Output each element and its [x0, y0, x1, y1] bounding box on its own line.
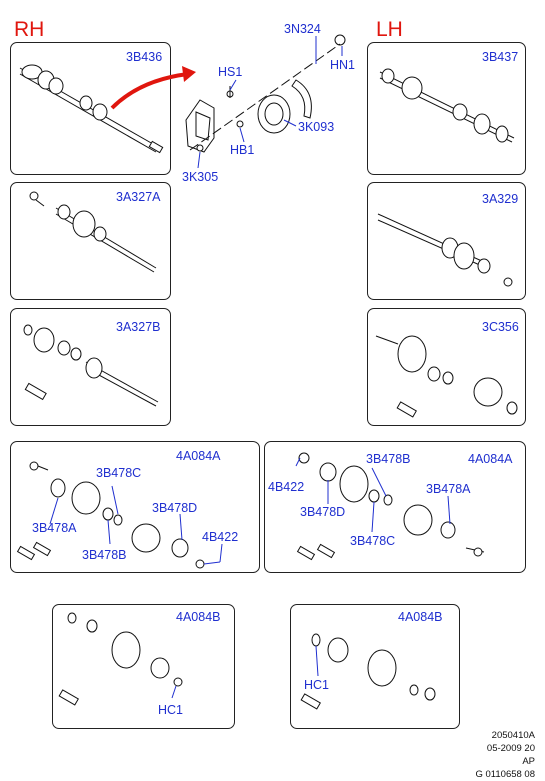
- title-4a084b-left: 4A084B: [176, 610, 221, 624]
- title-4a084b-right: 4A084B: [398, 610, 443, 624]
- panel-4a084a-left: [10, 441, 260, 573]
- bearing-assembly: [185, 34, 346, 153]
- boot-kit-4a084a-right: [296, 452, 485, 561]
- boot-kit-4a084b-right: [300, 633, 436, 710]
- leader-lines: [49, 46, 451, 699]
- callout-hb1: HB1: [230, 143, 255, 157]
- callout-3b478a-left: 3B478A: [32, 521, 77, 535]
- callout-3k093: 3K093: [298, 120, 335, 134]
- rh-label: RH: [14, 18, 45, 41]
- driveshaft-3b436: [19, 64, 164, 154]
- red-arrowhead: [182, 66, 196, 82]
- panel-3b437: [367, 42, 526, 175]
- panel-3c356: [367, 308, 526, 426]
- callout-3n324: 3N324: [284, 22, 321, 36]
- boot-kit-4a084a-left: [16, 461, 205, 569]
- callout-3c356: 3C356: [482, 320, 519, 334]
- callout-3b478d-left: 3B478D: [152, 501, 198, 515]
- title-4a084a-left: 4A084A: [176, 449, 221, 463]
- footer-line-2: 05-2009 20: [486, 743, 535, 754]
- callout-4b422-right: 4B422: [268, 480, 305, 494]
- callout-3a329: 3A329: [482, 192, 519, 206]
- footer-line-4: G 0110658 08: [475, 769, 535, 780]
- boot-kit-4a084b-left: [58, 612, 183, 706]
- callout-3b478a-right: 3B478A: [426, 482, 471, 496]
- callout-3b437: 3B437: [482, 50, 519, 64]
- callout-3b478b-left: 3B478B: [82, 548, 127, 562]
- title-4a084a-right: 4A084A: [468, 452, 513, 466]
- callout-3b478c-right: 3B478C: [350, 534, 396, 548]
- callout-3b478d-right: 3B478D: [300, 505, 346, 519]
- callout-3a327a: 3A327A: [116, 190, 161, 204]
- driveshaft-3a327b: [23, 324, 159, 407]
- lh-label: LH: [376, 18, 403, 41]
- footer-line-3: AP: [522, 756, 535, 767]
- callout-3k305: 3K305: [182, 170, 219, 184]
- driveshaft-3a329: [377, 213, 513, 287]
- panel-4a084b-left: [52, 604, 235, 729]
- callout-hs1: HS1: [218, 65, 243, 79]
- driveshaft-3c356: [375, 335, 518, 418]
- callout-3b478b-right: 3B478B: [366, 452, 411, 466]
- callout-3a327b: 3A327B: [116, 320, 161, 334]
- callout-hn1: HN1: [330, 58, 356, 72]
- red-arrow: [110, 72, 189, 110]
- callout-4b422-left: 4B422: [202, 530, 239, 544]
- callout-hc1-left: HC1: [158, 703, 184, 717]
- callout-hc1-right: HC1: [304, 678, 330, 692]
- callout-3b436: 3B436: [126, 50, 163, 64]
- panel-3a327a: [10, 182, 171, 300]
- driveshaft-3b437: [379, 68, 515, 143]
- drawing-reference: 2050410A 05-2009 20 AP G 0110658 08: [475, 729, 535, 781]
- callout-3b478c-left: 3B478C: [96, 466, 142, 480]
- footer-line-1: 2050410A: [491, 730, 535, 741]
- driveshaft-3a327a: [29, 191, 157, 273]
